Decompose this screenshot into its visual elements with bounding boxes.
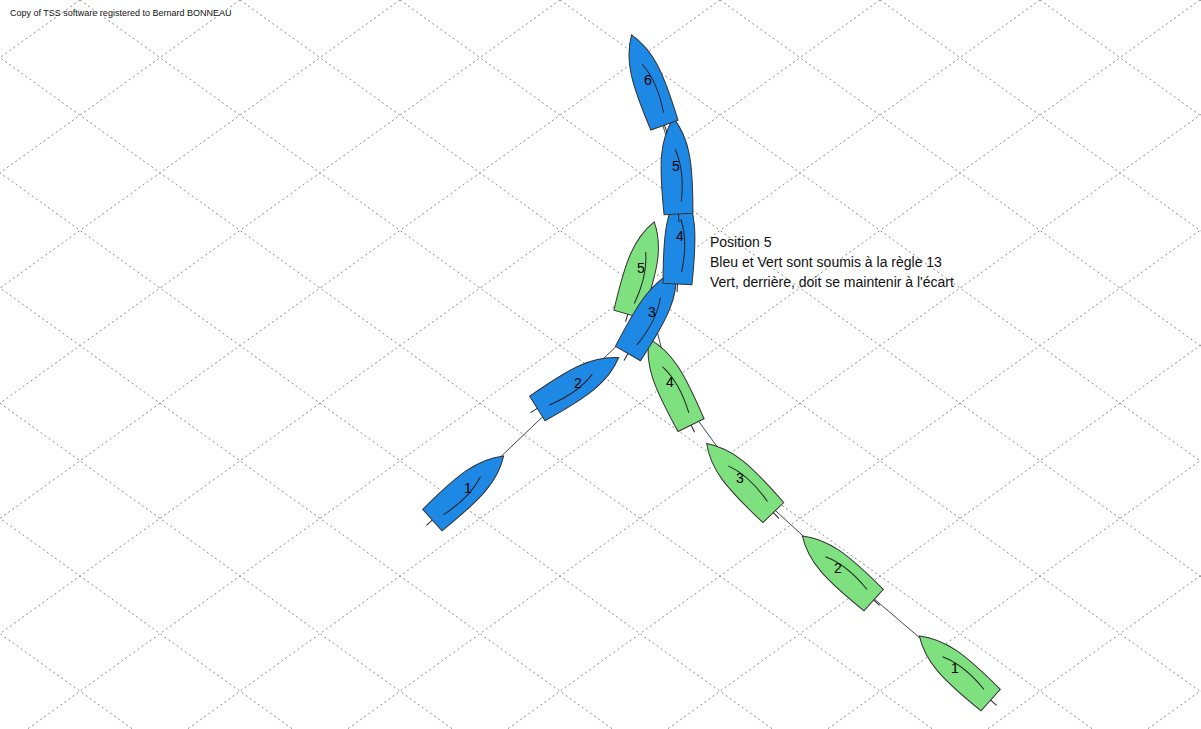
boat: 2 [823, 553, 853, 583]
position-number: 2 [574, 376, 582, 390]
boat: 4 [655, 367, 685, 397]
position-number: 4 [676, 229, 684, 243]
position-number: 3 [648, 305, 656, 319]
boat: 5 [661, 151, 691, 181]
note-text: Bleu et Vert sont soumis à la règle 13 [710, 254, 942, 270]
boat: 4 [665, 221, 695, 251]
position-number: 4 [666, 375, 674, 389]
boat: 3 [637, 297, 667, 327]
note-text: Position 5 [710, 234, 771, 250]
position-number: 5 [672, 159, 680, 173]
boat: 6 [633, 65, 663, 95]
boat: 1 [940, 653, 970, 683]
boat: 1 [453, 473, 483, 503]
position-number: 1 [464, 481, 472, 495]
position-number: 3 [736, 471, 744, 485]
position-number: 6 [644, 73, 652, 87]
boat-track [468, 80, 955, 668]
boat: 2 [563, 368, 593, 398]
boat: 5 [626, 253, 656, 283]
watermark: Copy of TSS software registered to Berna… [10, 8, 231, 18]
position-number: 5 [637, 261, 645, 275]
position-number: 2 [834, 561, 842, 575]
note-text: Vert, derrière, doit se maintenir à l'éc… [710, 274, 954, 290]
position-number: 1 [951, 661, 959, 675]
boat: 3 [725, 463, 755, 493]
